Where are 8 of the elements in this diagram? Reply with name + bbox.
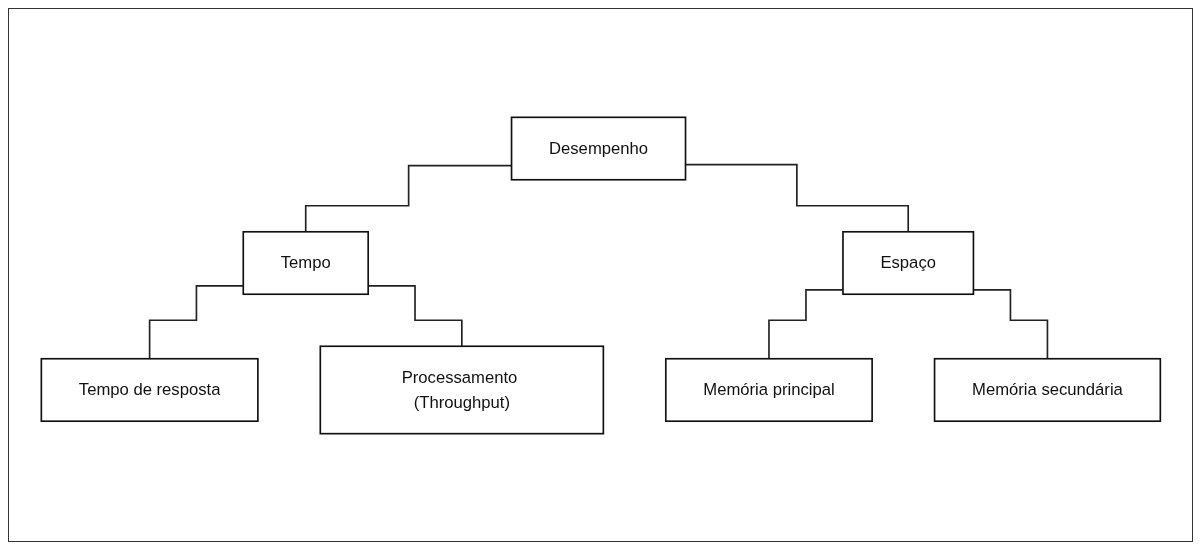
node-box: Memória principal [664,357,873,422]
node-box: Tempo de resposta [40,357,259,422]
node-box: Memória secundária [933,357,1161,422]
node-box: Espaço [841,230,974,295]
node-box: Desempenho [510,116,686,181]
connector [367,284,463,347]
node-box: Tempo [242,230,369,295]
node-box: Processamento (Throughput) [319,344,604,434]
